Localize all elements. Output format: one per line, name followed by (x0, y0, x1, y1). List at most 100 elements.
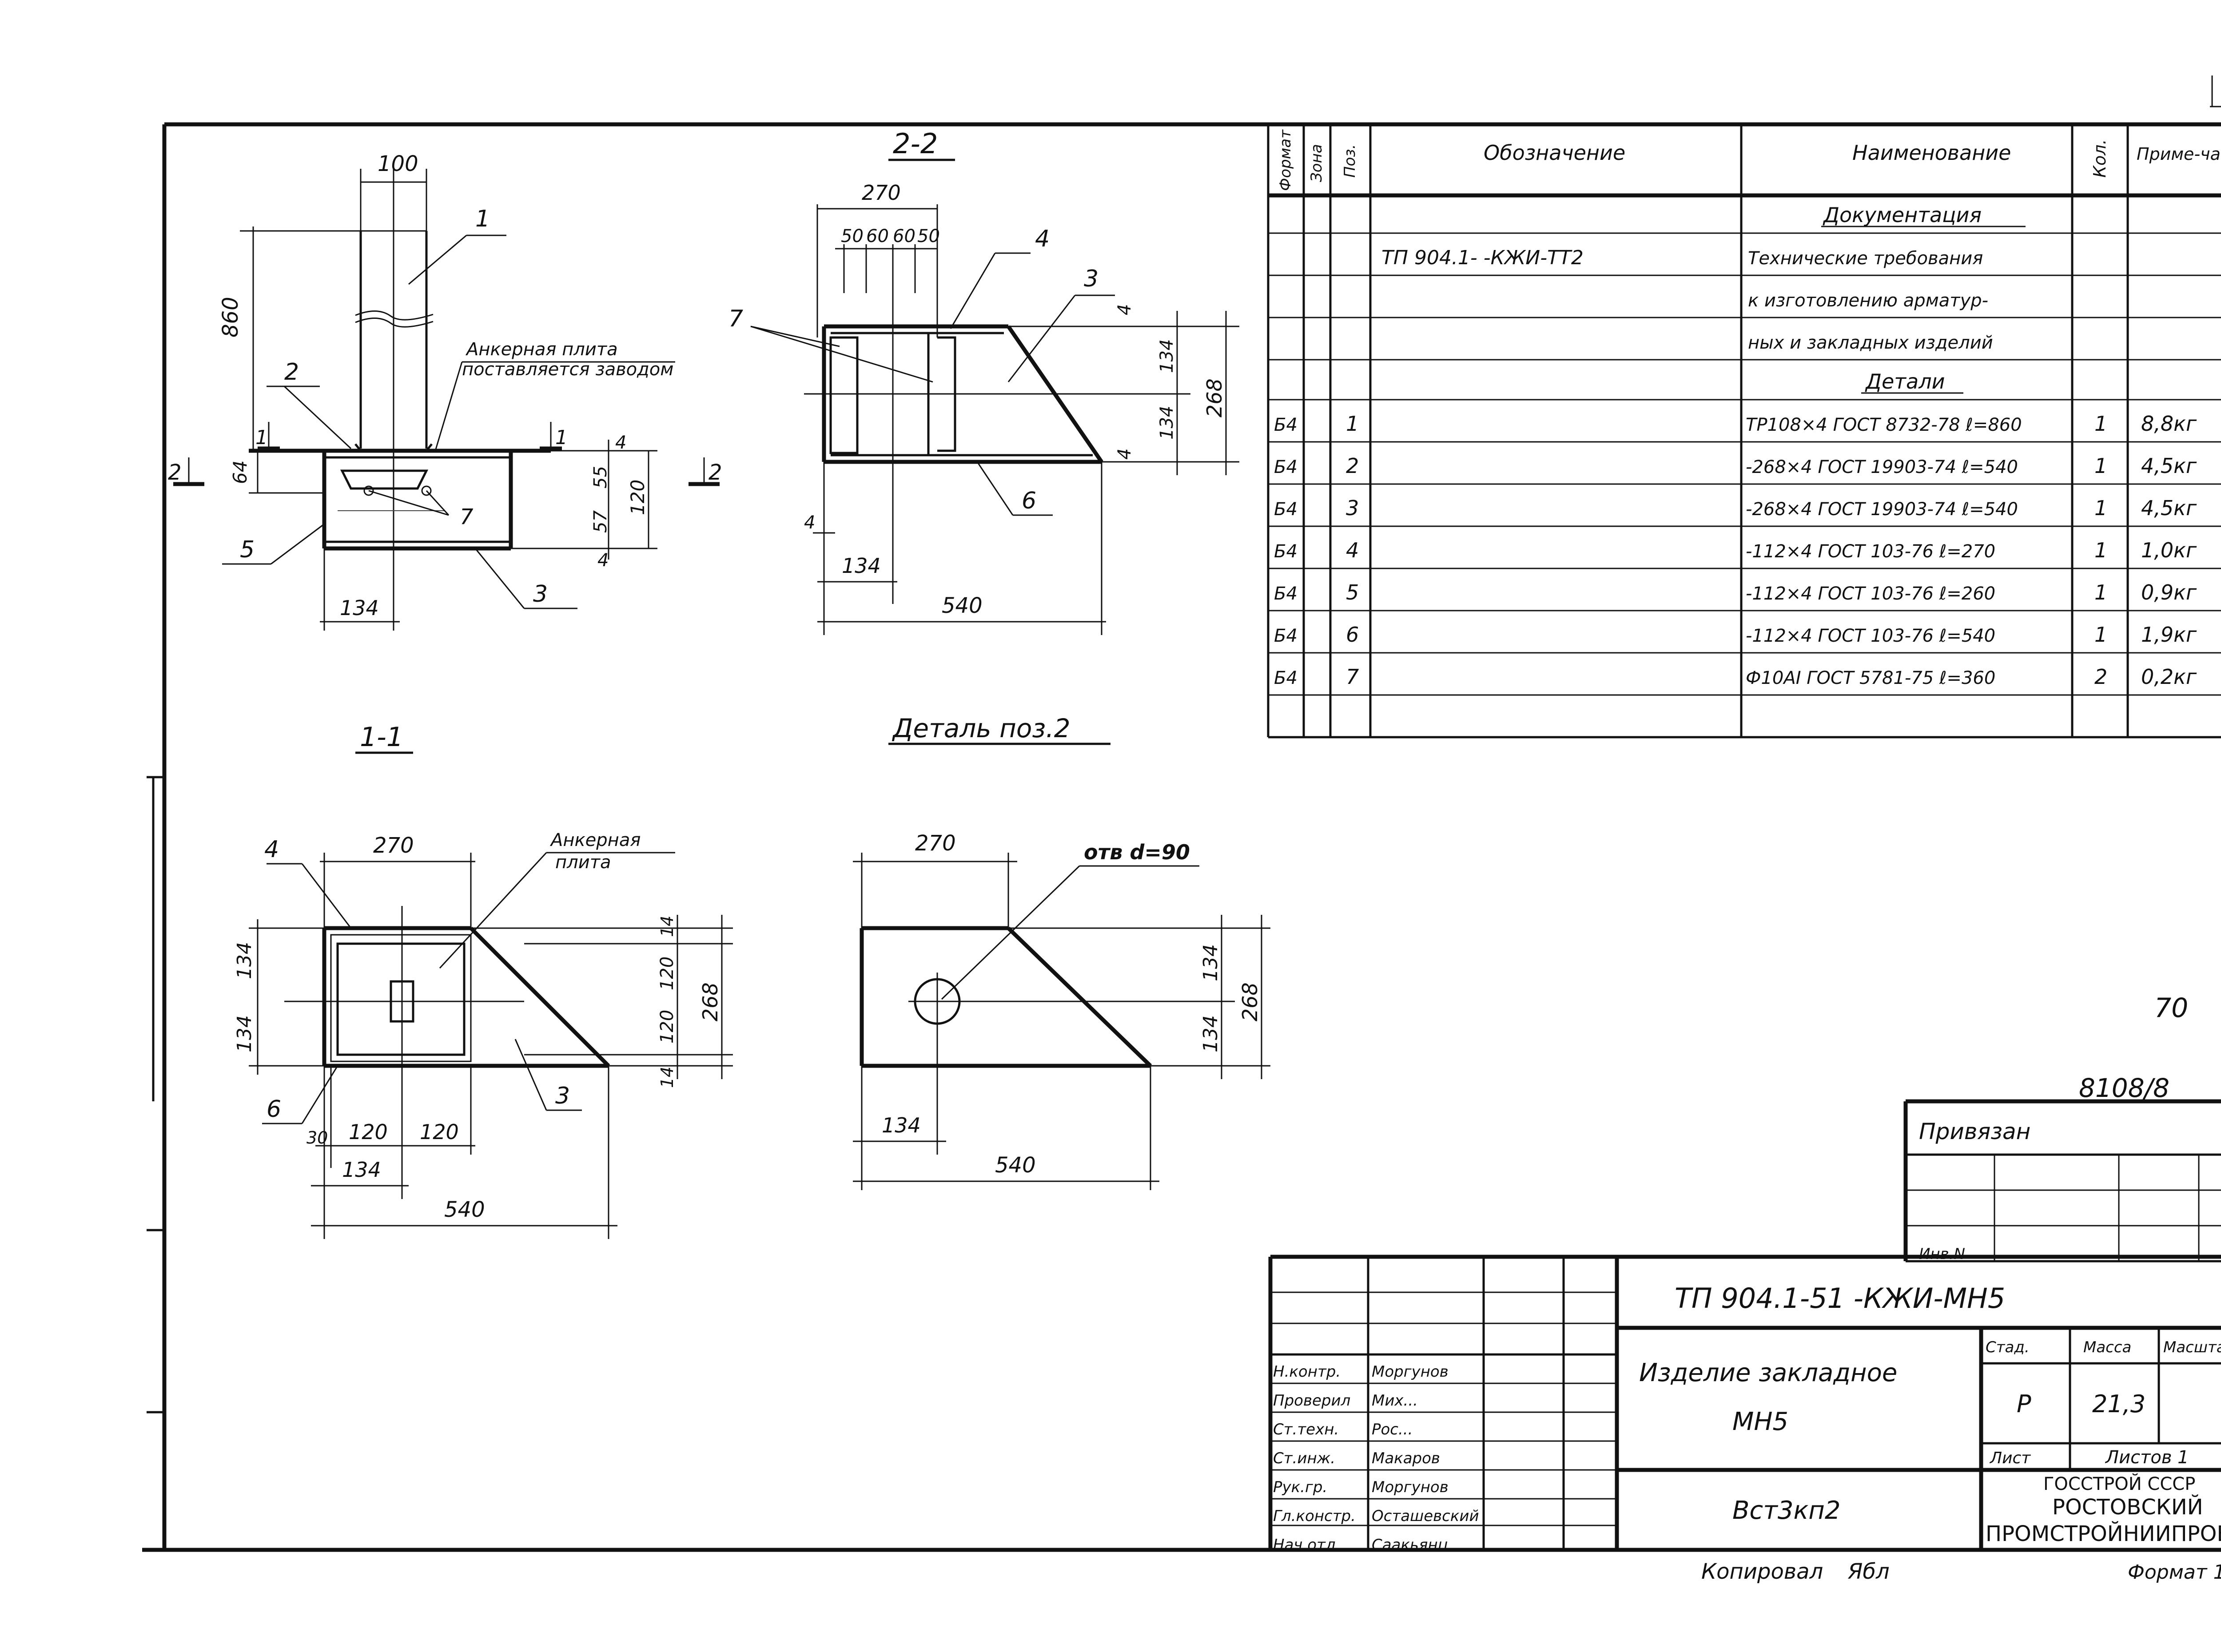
detail-pos-2: Деталь поз.2 270 отв d=90 134 134 268 13… (853, 713, 1270, 1190)
spec-row-note: 0,2кг (2141, 665, 2197, 689)
spec-header-pos: Поз. (1341, 144, 1359, 178)
spec-row-name: ТР108×4 ГОСТ 8732-78 ℓ=860 (1746, 415, 2022, 435)
dim-268-2-2: 268 (1202, 378, 1226, 417)
spec-row-pos: 1 (1346, 412, 1359, 436)
dim-860: 860 (218, 297, 243, 338)
tb-role: Нач.отд. (1273, 1536, 1341, 1554)
dim-120-d: 120 (420, 1120, 459, 1144)
spec-row-name: -112×4 ГОСТ 103-76 ℓ=260 (1746, 584, 1995, 604)
dim-120-c: 120 (349, 1120, 388, 1144)
dim-270-1-1: 270 (373, 833, 414, 858)
dim-4-bottom: 4 (597, 550, 609, 571)
section-mark-2-left: 2 (168, 460, 182, 485)
dim-134: 134 (340, 596, 379, 620)
dim-120: 120 (627, 480, 649, 515)
dim-540-2-2: 540 (942, 593, 983, 618)
tb-person: Осташевский (1372, 1507, 1479, 1525)
callout-3-1-1: 3 (555, 1083, 570, 1109)
tb-person: Макаров (1372, 1449, 1440, 1467)
spec-row-pos: 3 (1346, 496, 1359, 520)
spec-row-pos: 6 (1346, 623, 1359, 647)
spec-row-qty: 1 (2094, 412, 2107, 436)
callout-4-2-2: 4 (1035, 226, 1050, 252)
tb-role: Ст.техн. (1273, 1421, 1339, 1438)
tb-person: Мих... (1372, 1392, 1418, 1410)
binding-inv-label: Инв.N (1919, 1245, 1965, 1263)
spec-row-format: Б4 (1274, 415, 1298, 435)
tb-mass-label: Масса (2083, 1338, 2131, 1356)
dim-4-c: 4 (804, 512, 815, 533)
spec-row-qty: 1 (2094, 580, 2107, 604)
dim-60-a: 60 (866, 226, 889, 246)
tb-scale-label: Масштаб (2163, 1338, 2221, 1356)
dim-14-bottom: 14 (657, 1067, 677, 1088)
dim-100: 100 (378, 151, 418, 176)
dim-134-detail-b: 134 (1199, 1015, 1222, 1052)
dim-50-a: 50 (841, 226, 864, 246)
binding-block: Привязан Инв.N (1903, 1099, 2221, 1263)
tb-org-line3: ПРОМСТРОЙНИИПРОЕКТ (1986, 1521, 2221, 1546)
spec-row-note: 1,9кг (2141, 623, 2197, 647)
spec-row-name: -112×4 ГОСТ 103-76 ℓ=270 (1746, 541, 1995, 562)
dim-270-detail: 270 (915, 831, 956, 856)
section-2-2-title: 2-2 (893, 127, 938, 160)
right-note-8108: 8108/8 (2079, 1073, 2169, 1103)
spec-row-name: -268×4 ГОСТ 19903-74 ℓ=540 (1746, 457, 2018, 477)
spec-row-note: 1,0кг (2141, 538, 2197, 562)
dim-134-detail-c: 134 (882, 1113, 921, 1137)
callout-2: 2 (284, 359, 299, 385)
anchor-plate-note-line1: Анкерная (549, 830, 641, 850)
tb-role: Проверил (1273, 1392, 1350, 1410)
tb-org-line1: ГОССТРОЙ СССР (2043, 1473, 2195, 1494)
callout-3-2-2: 3 (1084, 266, 1099, 292)
spec-header-format: Формат (1277, 129, 1294, 191)
anchor-plate-note-line2: плита (555, 852, 611, 873)
footer-copied-sign: Ябл (1847, 1559, 1890, 1584)
tb-role: Гл.констр. (1273, 1507, 1356, 1525)
spec-row-format: Б4 (1274, 626, 1298, 646)
spec-section-docs: Документация (1823, 203, 1982, 227)
tb-stage-label: Стад. (1986, 1338, 2030, 1356)
spec-row-format: Б4 (1274, 668, 1298, 688)
callout-6-1-1: 6 (267, 1096, 281, 1123)
section-mark-1-left: 1 (255, 426, 268, 449)
tb-mass: 21,3 (2092, 1390, 2145, 1418)
dim-134-detail-a: 134 (1199, 944, 1222, 981)
dim-268-1-1: 268 (698, 982, 722, 1021)
dim-540-1-1: 540 (444, 1197, 485, 1222)
dim-14-top: 14 (657, 916, 677, 937)
elevation-view: 100 860 64 4 55 120 57 4 134 1 2 5 (168, 151, 722, 631)
callout-7-2-2: 7 (728, 306, 743, 332)
callout-4-1-1: 4 (264, 836, 279, 863)
callout-1: 1 (475, 206, 490, 232)
dim-270-2-2: 270 (862, 181, 901, 205)
tb-role: Н.контр. (1273, 1363, 1341, 1381)
spec-row-note: 8,8кг (2141, 412, 2197, 436)
spec-row-pos: 2 (1346, 454, 1359, 478)
footer-format: Формат 12 (2128, 1561, 2221, 1584)
tb-name-line2: МН5 (1732, 1407, 1788, 1436)
binding-title: Привязан (1919, 1119, 2030, 1144)
spec-row-pos: 5 (1346, 580, 1359, 604)
dim-134-left-a: 134 (233, 942, 256, 979)
spec-doc-designation: ТП 904.1- -КЖИ-ТТ2 (1381, 246, 1584, 269)
tb-stage: Р (2017, 1390, 2031, 1418)
tb-person: Моргунов (1372, 1478, 1449, 1496)
anchor-note-line1: Анкерная плита (465, 339, 618, 360)
dim-4-a: 4 (1114, 304, 1135, 315)
spec-row-pos: 7 (1346, 665, 1359, 689)
callout-6-2-2: 6 (1022, 488, 1036, 514)
tb-sheet-label: Лист (1989, 1449, 2031, 1467)
right-note-70: 70 (2154, 993, 2188, 1024)
spec-table: Формат Зона Поз. Обозначение Наименовани… (1267, 124, 2221, 739)
dim-134-bottom: 134 (342, 1158, 381, 1182)
spec-header-note: Приме-чание (2137, 144, 2221, 164)
spec-header-designation: Обозначение (1484, 141, 1625, 165)
callout-5: 5 (240, 536, 255, 563)
tb-sheets-label: Листов 1 (2105, 1447, 2189, 1468)
spec-row-name: -112×4 ГОСТ 103-76 ℓ=540 (1746, 626, 1995, 646)
section-mark-1-right: 1 (555, 426, 568, 449)
